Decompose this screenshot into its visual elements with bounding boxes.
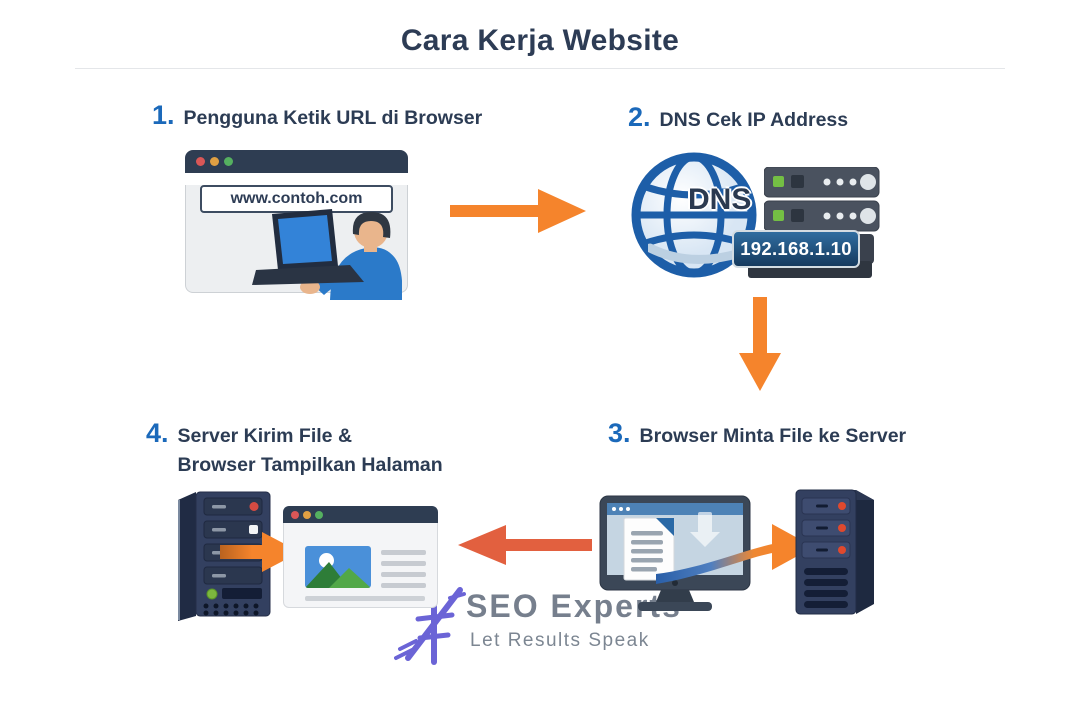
- traffic-light-green-icon: [224, 157, 233, 166]
- step3-label: Browser Minta File ke Server: [639, 425, 907, 447]
- traffic-light-red-icon: [291, 510, 299, 519]
- arrow-down-icon: [739, 297, 781, 391]
- download-arrow-icon: [690, 512, 720, 547]
- traffic-light-yellow-icon: [303, 510, 311, 519]
- dns-label: DNS: [688, 183, 752, 216]
- text-line: [381, 572, 426, 577]
- arrow-right-icon: [450, 189, 586, 233]
- browser-titlebar: [185, 150, 408, 173]
- server-tower-icon: [795, 489, 874, 615]
- step4-label-line2: Browser Tampilkan Halaman: [177, 454, 443, 476]
- step1-number: 1.: [152, 100, 175, 130]
- traffic-light-green-icon: [315, 510, 323, 519]
- url-bar: www.contoh.com: [200, 185, 393, 213]
- step2-label: DNS Cek IP Address: [659, 109, 849, 131]
- step3-heading: 3. Browser Minta File ke Server: [608, 418, 906, 449]
- text-line: [381, 550, 426, 555]
- request-swoosh-arrow-icon: [656, 524, 808, 584]
- title-divider: [75, 68, 1005, 69]
- step3-number: 3.: [608, 418, 631, 448]
- globe-badge-connector: [648, 243, 743, 264]
- step1-heading: 1. Pengguna Ketik URL di Browser: [152, 100, 482, 131]
- text-line: [381, 561, 426, 566]
- page-title: Cara Kerja Website: [400, 24, 680, 57]
- step2-number: 2.: [628, 102, 651, 132]
- arrow-left-icon: [458, 525, 592, 565]
- traffic-light-red-icon: [196, 157, 205, 166]
- mountains-icon: [305, 562, 371, 588]
- step2-heading: 2. DNS Cek IP Address: [628, 102, 848, 133]
- text-line: [305, 596, 425, 601]
- arrow-right-icon: [220, 532, 300, 572]
- step4-browser-window-illustration: [283, 506, 438, 608]
- browser-titlebar: [283, 506, 438, 523]
- traffic-light-yellow-icon: [210, 157, 219, 166]
- step1-label: Pengguna Ketik URL di Browser: [183, 107, 483, 129]
- globe-icon: [631, 152, 757, 278]
- browser-body: [283, 523, 438, 608]
- watermark-tagline: Let Results Speak: [470, 630, 650, 651]
- step4-label-line1: Server Kirim File &: [177, 425, 353, 447]
- person-typing-laptop-illustration: [252, 209, 402, 300]
- dns-server-rack-icon: [764, 167, 880, 232]
- image-placeholder-icon: [305, 546, 371, 588]
- seo-experts-logo-icon: [394, 587, 466, 665]
- step4-number: 4.: [146, 418, 169, 448]
- text-line: [381, 583, 426, 588]
- step4-heading: 4. Server Kirim File & Browser Tampilkan…: [146, 418, 443, 480]
- document-icon: [623, 517, 675, 581]
- ip-address-badge: 192.168.1.10: [732, 230, 860, 268]
